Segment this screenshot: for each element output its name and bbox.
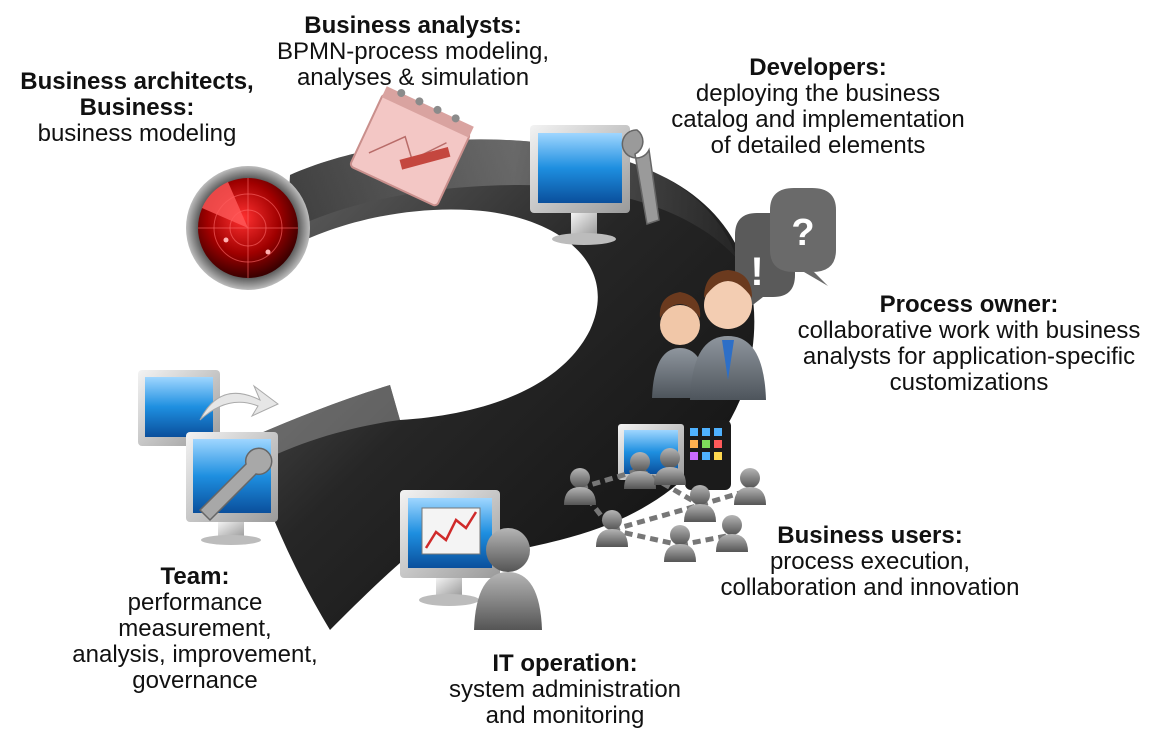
role-title: IT operation: — [492, 650, 638, 677]
role-description: deploying the business catalog and imple… — [671, 79, 965, 159]
radar-icon — [186, 166, 310, 290]
role-label-team: Team: performance measurement, analysis,… — [70, 564, 320, 694]
role-description: process execution, collaboration and inn… — [720, 547, 1020, 601]
role-description: collaborative work with business analyst… — [797, 316, 1141, 396]
user-network-icon — [564, 420, 766, 562]
role-label-developers: Developers: deploying the business catal… — [638, 55, 998, 159]
svg-text:?: ? — [791, 212, 814, 254]
role-label-process-owner: Process owner: collaborative work with b… — [775, 292, 1163, 396]
monitor-chart-user-icon — [400, 490, 542, 630]
role-label-business-architects: Business architects, Business: business … — [6, 69, 268, 147]
role-description: business modeling — [37, 119, 237, 147]
role-description: BPMN-process modeling, analyses & simula… — [276, 37, 550, 91]
role-title: Business architects, Business: — [20, 68, 254, 121]
role-description: performance measurement, analysis, impro… — [72, 588, 318, 694]
notepad-pencil-icon — [349, 86, 474, 207]
people-speech-bubbles-icon: ! ? — [652, 188, 836, 400]
role-label-business-analysts: Business analysts: BPMN-process modeling… — [268, 13, 558, 91]
role-title: Process owner: — [879, 291, 1059, 318]
role-description: system administration and monitoring — [448, 675, 682, 729]
role-title: Business analysts: — [304, 12, 522, 39]
role-label-business-users: Business users: process execution, colla… — [700, 523, 1040, 601]
role-title: Developers: — [749, 54, 887, 81]
svg-text:!: ! — [750, 250, 763, 294]
role-title: Business users: — [777, 522, 963, 549]
monitors-wrench-icon — [138, 370, 279, 545]
role-label-it-operation: IT operation: system administration and … — [430, 651, 700, 729]
monitor-wrench-icon — [530, 125, 660, 245]
role-title: Team: — [160, 563, 230, 590]
